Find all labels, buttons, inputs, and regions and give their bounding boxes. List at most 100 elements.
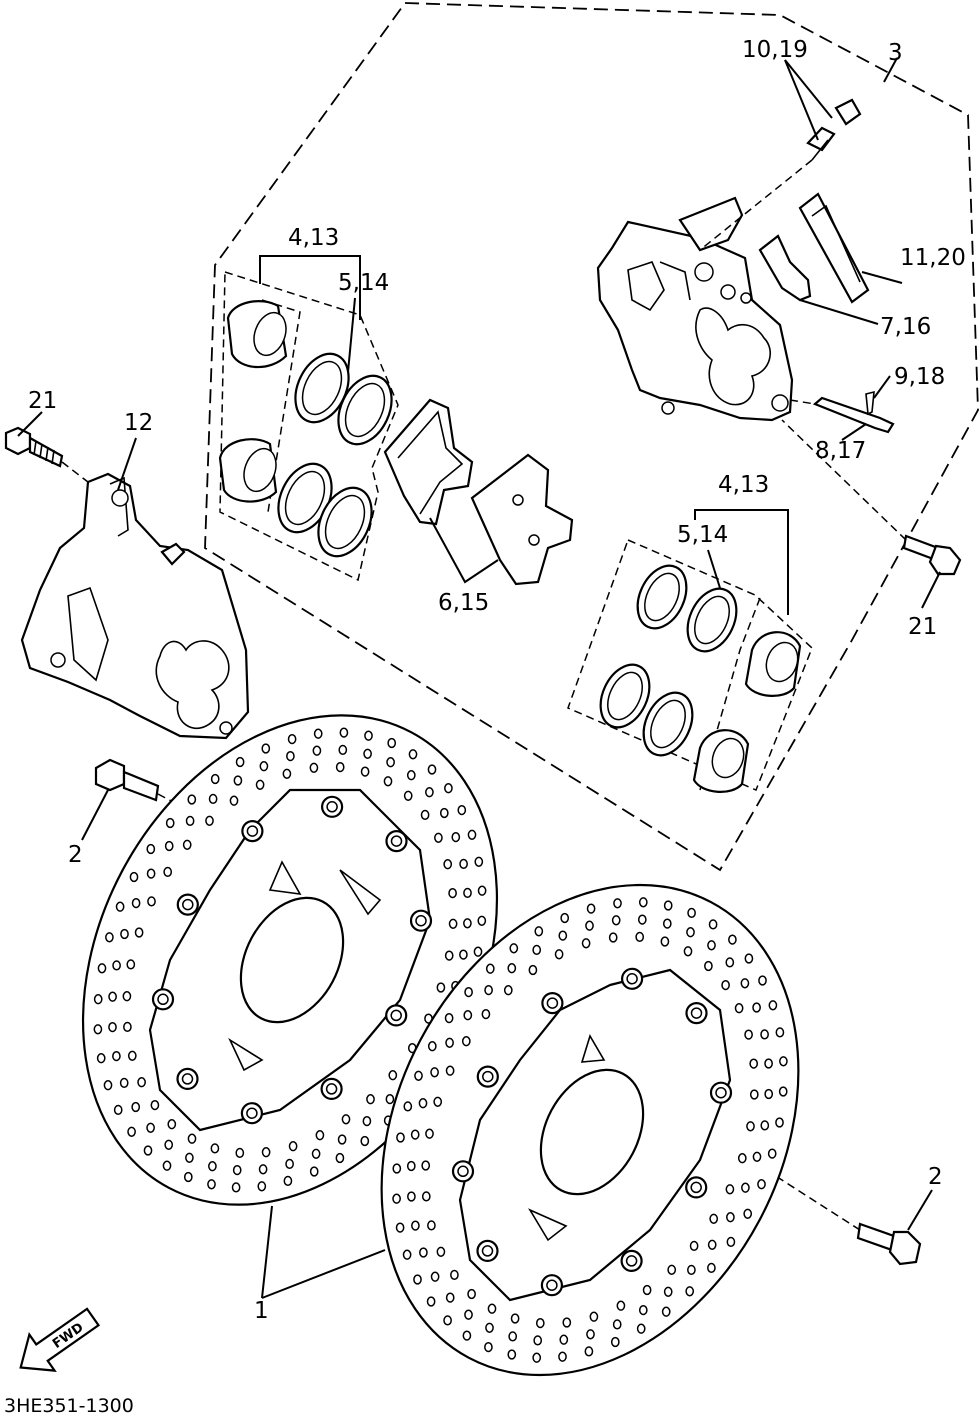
disc-vent-hole <box>387 737 397 749</box>
disc-vent-hole <box>164 840 174 852</box>
disc-vent-hole <box>532 944 542 956</box>
disc-vent-hole <box>749 1089 759 1100</box>
disc-vent-hole <box>610 1336 620 1348</box>
disc-vent-hole <box>309 762 319 773</box>
pad-spring <box>798 192 870 304</box>
disc-vent-hole <box>255 779 265 790</box>
callout-6-15: 6,15 <box>438 590 489 616</box>
disc-vent-hole <box>360 766 370 777</box>
disc-vent-hole <box>463 887 472 899</box>
disc-vent-hole <box>685 1286 695 1297</box>
bolt-21-left <box>4 426 89 483</box>
disc-vent-hole <box>744 1029 753 1040</box>
disc-vent-hole <box>146 843 156 855</box>
disc-vent-hole <box>463 918 472 929</box>
disc-vent-hole <box>231 1182 241 1193</box>
disc-vent-hole <box>232 1164 242 1176</box>
drawing-code: 3HE351-1300 <box>4 1395 134 1417</box>
disc-vent-hole <box>559 1334 569 1345</box>
float-button-center <box>715 1086 727 1099</box>
disc-vent-hole <box>528 964 538 976</box>
disc-vent-hole <box>233 775 243 786</box>
disc-vent-hole <box>182 839 192 850</box>
float-button-center <box>690 1181 702 1194</box>
disc-vent-hole <box>119 1077 129 1089</box>
disc-vent-hole <box>259 761 269 772</box>
piston-seal-group-top <box>218 270 399 582</box>
disc-vent-hole <box>167 1119 177 1130</box>
disc-vent-hole <box>425 1128 434 1139</box>
disc-vent-hole <box>463 1010 473 1021</box>
disc-vent-hole <box>127 1050 137 1061</box>
disc-vent-hole <box>419 1247 428 1258</box>
disc-vent-hole <box>436 1246 446 1257</box>
disc-vent-hole <box>410 1129 420 1140</box>
disc-vent-hole <box>487 1303 497 1314</box>
disc-vent-hole <box>660 936 670 947</box>
callout-9-18: 9,18 <box>894 364 945 390</box>
callout-21-left: 21 <box>28 388 57 414</box>
disc-vent-hole <box>507 963 517 974</box>
float-button-center <box>325 1083 338 1095</box>
disc-vent-hole <box>477 885 487 896</box>
disc-vent-hole <box>402 1249 412 1260</box>
disc-vent-hole <box>532 1352 542 1363</box>
disc-vent-hole <box>205 815 214 826</box>
disc-vent-hole <box>584 1346 594 1357</box>
disc-vent-hole <box>726 1212 735 1223</box>
disc-vent-hole <box>683 946 693 957</box>
disc-vent-hole <box>467 1288 476 1300</box>
disc-vent-hole <box>283 1175 293 1187</box>
disc-float-buttons <box>151 795 433 1125</box>
disc-vent-holes <box>392 897 788 1363</box>
disc-vent-hole <box>385 1093 395 1105</box>
disc-vent-hole <box>143 1145 153 1156</box>
callout-4-13-top: 4,13 <box>288 225 339 251</box>
disc-vent-hole <box>635 931 645 943</box>
disc-vent-hole <box>341 1114 351 1125</box>
float-button-center <box>481 1245 494 1257</box>
disc-vent-hole <box>108 1021 117 1033</box>
disc-vent-hole <box>585 920 594 931</box>
disc-vent-hole <box>123 1021 132 1033</box>
disc-vent-hole <box>282 768 292 779</box>
pad-pin <box>789 390 895 434</box>
disc-vent-hole <box>335 761 345 773</box>
disc-vent-hole <box>427 764 437 775</box>
disc-vent-hole <box>464 986 473 998</box>
disc-vent-hole <box>285 1158 294 1170</box>
disc-vent-hole <box>461 1036 471 1047</box>
disc-vent-hole <box>444 783 453 794</box>
disc-vent-hole <box>741 1182 750 1193</box>
disc-vent-hole <box>662 918 672 929</box>
disc-vent-hole <box>433 1096 443 1107</box>
disc-vent-hole <box>687 907 696 919</box>
disc-vent-hole <box>120 928 129 940</box>
disc-vent-hole <box>744 953 754 964</box>
float-button-center <box>690 1007 703 1019</box>
disc-vent-hole <box>395 1222 405 1233</box>
float-button-center <box>181 1073 194 1085</box>
disc-vent-hole <box>535 1317 545 1329</box>
disc-vent-hole <box>146 1122 155 1133</box>
disc-vent-hole <box>704 960 713 972</box>
disc-vent-hole <box>764 1058 773 1069</box>
disc-vent-hole <box>562 1317 572 1328</box>
disc-vent-hole <box>464 1309 473 1320</box>
disc-vent-hole <box>778 1086 788 1097</box>
disc-vent-hole <box>725 1184 735 1195</box>
disc-vent-hole <box>96 1053 106 1064</box>
disc-vent-hole <box>187 794 197 805</box>
disc-vent-hole <box>667 1264 677 1275</box>
disc-vent-hole <box>122 991 132 1002</box>
disc-vent-hole <box>767 1148 777 1159</box>
disc-vent-hole <box>558 1351 567 1362</box>
disc-vent-hole <box>509 943 519 954</box>
disc-vent-hole <box>758 975 767 986</box>
disc-vent-hole <box>586 903 596 914</box>
disc-vent-hole <box>362 1115 372 1127</box>
disc-vent-hole <box>187 1133 197 1144</box>
disc-vent-hole <box>406 770 416 781</box>
disc-vent-hole <box>459 858 468 870</box>
